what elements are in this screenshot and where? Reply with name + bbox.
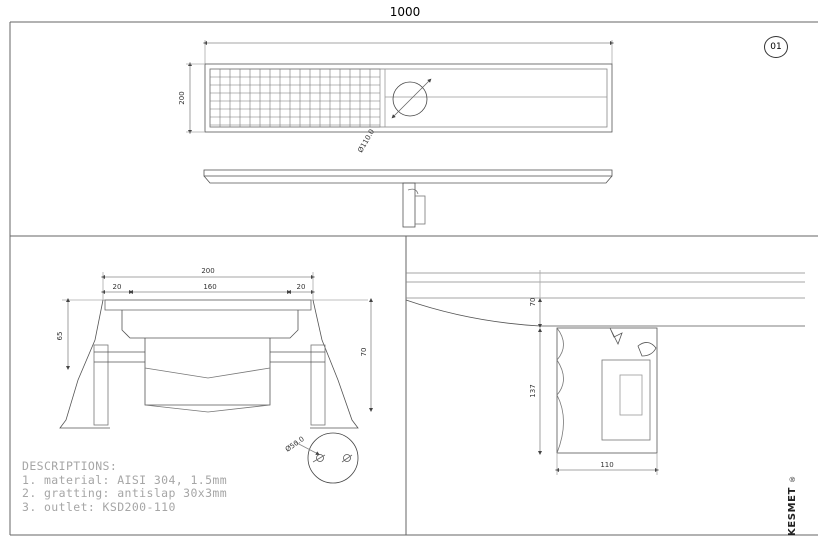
dim-width-200: 200 xyxy=(178,91,186,104)
grate-grid xyxy=(209,68,381,128)
dim-center-160: 160 xyxy=(203,283,216,291)
dim-side-137: 137 xyxy=(529,384,537,397)
top-plan-view xyxy=(186,40,614,134)
dimension-labels: 200 Ø110.0 200 20 160 20 65 70 Ø50.0 70 … xyxy=(56,91,614,469)
front-elevation xyxy=(203,169,613,228)
cross-section xyxy=(59,272,373,484)
brand-name: KESMET xyxy=(787,487,798,536)
dim-left-20: 20 xyxy=(113,283,122,291)
description-line-gratting: 2. gratting: antislap 30x3mm xyxy=(22,486,228,500)
dim-side-70: 70 xyxy=(529,298,537,307)
description-line-material: 1. material: AISI 304, 1.5mm xyxy=(22,472,228,487)
sheet-number-badge: 01 xyxy=(764,36,788,58)
brand-registered-mark: ® xyxy=(789,475,797,483)
descriptions-block: DESCRIPTIONS:1. material: AISI 304, 1.5m… xyxy=(22,459,228,514)
side-section xyxy=(405,270,805,475)
description-line-outlet: 3. outlet: KSD200-110 xyxy=(22,499,176,514)
dim-right-20: 20 xyxy=(297,283,306,291)
dim-height-65: 65 xyxy=(56,332,64,341)
brand-logo: KESMET ® xyxy=(787,456,799,536)
descriptions-heading: DESCRIPTIONS: xyxy=(22,459,118,473)
dim-section-width: 200 xyxy=(201,267,214,275)
dim-side-110: 110 xyxy=(600,461,613,469)
drawing-title-length: 1000 xyxy=(389,5,421,19)
dim-hole-dia: Ø50.0 xyxy=(284,435,306,454)
sheet-frame xyxy=(9,21,818,536)
dim-height-70: 70 xyxy=(360,348,368,357)
